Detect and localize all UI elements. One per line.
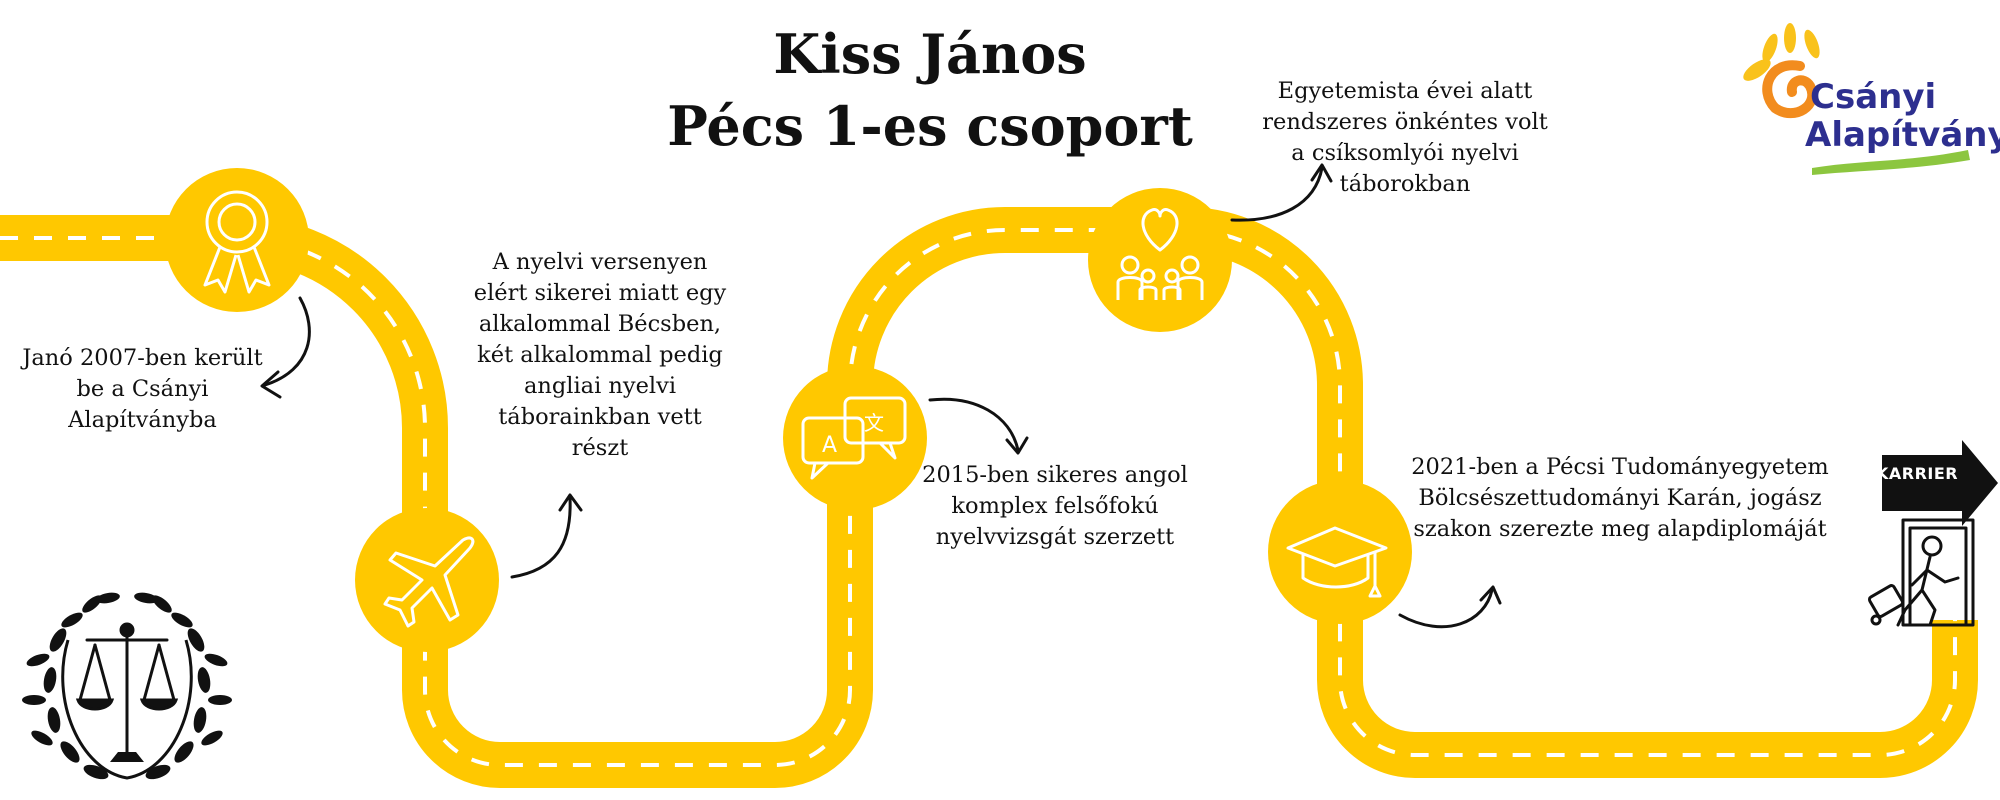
- caption-2021-degree: 2021-ben a Pécsi Tudományegyetem Bölcsés…: [1411, 454, 1829, 542]
- graduation-cap-icon: [1286, 526, 1388, 598]
- csanyi-logo-mark: [1743, 23, 1970, 175]
- csanyi-logo: Csányi Alapítvány: [1735, 20, 2000, 180]
- karrier-sign-label: KARRIER: [1876, 464, 1959, 483]
- caption-2007: Janó 2007-ben került be a Csányi Alapítv…: [22, 345, 263, 433]
- volunteer-heart-icon: [1116, 208, 1204, 300]
- caption-volunteer: Egyetemista évei alatt rendszeres önként…: [1262, 78, 1548, 197]
- caption-language-competition: A nyelvi versenyen elért sikerei miatt e…: [473, 249, 727, 461]
- airplane-icon: [383, 536, 475, 628]
- arrow-2: [510, 493, 583, 579]
- milestone-airplane: [355, 508, 499, 652]
- road: [0, 207, 1978, 788]
- translate-chat-icon: A 文: [801, 396, 907, 480]
- logo-text-line2: Alapítvány: [1805, 115, 2000, 155]
- milestone-graduation: [1268, 480, 1412, 624]
- title-group: Pécs 1-es csoport: [667, 94, 1193, 158]
- milestone-award: [165, 168, 309, 312]
- arrow-4: [1230, 163, 1333, 222]
- svg-text:A: A: [822, 433, 837, 458]
- caption-2015-exam: 2015-ben sikeres angol komplex felsőfokú…: [922, 462, 1188, 550]
- arrow-1: [260, 296, 311, 399]
- milestone-volunteer: [1088, 188, 1232, 332]
- curved-arrows: [260, 163, 1502, 629]
- milestone-language: A 文: [783, 366, 927, 510]
- scales-of-justice-icon: [22, 592, 232, 780]
- logo-text-line1: Csányi: [1810, 77, 1937, 117]
- career-exit-icon: [1867, 440, 1998, 627]
- arrow-3: [928, 397, 1029, 455]
- page-title: Kiss János Pécs 1-es csoport: [650, 18, 1210, 162]
- award-ribbon-icon: [203, 190, 271, 294]
- svg-text:文: 文: [864, 411, 884, 435]
- arrow-5: [1398, 585, 1502, 629]
- title-name: Kiss János: [773, 22, 1087, 86]
